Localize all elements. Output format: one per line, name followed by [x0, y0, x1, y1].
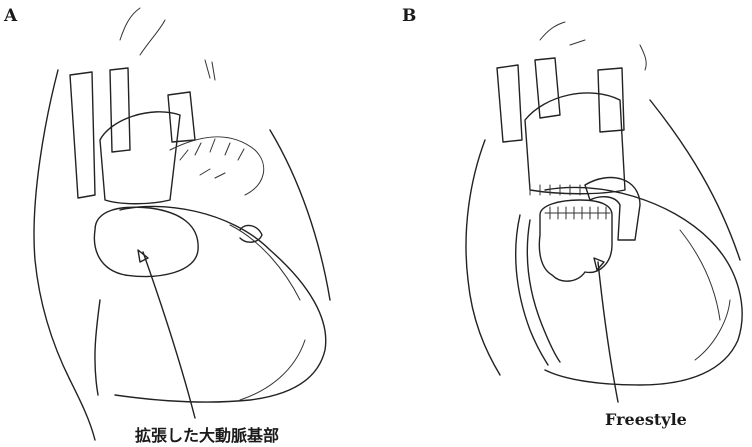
dilated-aortic-root-label: 拡張した大動脈基部	[135, 422, 279, 446]
panel-b-label: B	[402, 6, 416, 26]
panel-a-drawing	[34, 8, 330, 440]
panel-a-label: A	[4, 6, 17, 26]
panel-b-drawing	[466, 22, 742, 402]
freestyle-graft-label: Freestyle	[605, 410, 687, 429]
